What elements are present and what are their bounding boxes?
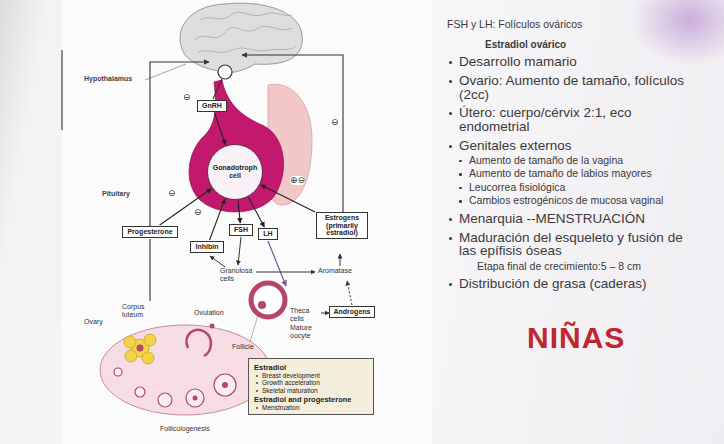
node-text: Menstruation bbox=[254, 404, 368, 411]
node-text: Estradiol and progesterone bbox=[254, 396, 368, 404]
bullet-dot bbox=[449, 237, 452, 240]
part-label: Corpus luteum bbox=[122, 303, 156, 318]
part-label: Ovary bbox=[84, 318, 114, 326]
feedback-sign: ⊖ bbox=[331, 118, 339, 127]
androgens-box: Androgens bbox=[329, 306, 375, 318]
bullet-dot bbox=[256, 390, 258, 392]
part-label: Granulosa cells bbox=[220, 267, 254, 282]
text-panel: FSH y LH: Folículos ováricosEstradiol ov… bbox=[447, 18, 687, 355]
bullet-dot bbox=[459, 173, 462, 176]
part-label: Folliculogenesis bbox=[160, 425, 230, 433]
bullet-dot bbox=[449, 80, 452, 83]
bullet-dot bbox=[256, 382, 258, 384]
part-label: Mature oocyte bbox=[290, 324, 330, 339]
arrow-connector bbox=[261, 185, 315, 212]
slide-text: FSH y LH: Folículos ováricos bbox=[447, 18, 687, 30]
bullet-dot bbox=[256, 407, 258, 409]
feedback-sign: ⊖ bbox=[194, 208, 202, 217]
gonadotroph-cell: Gonadotroph cell bbox=[207, 144, 263, 200]
feedback-sign: ⊖ bbox=[168, 189, 176, 198]
estradiol-effects-box: EstradiolBreast developmentGrowth accele… bbox=[248, 358, 374, 415]
slide-text: Cambios estrogénicos de mucosa vaginal bbox=[447, 195, 687, 207]
bullet-dot bbox=[256, 375, 258, 377]
part-label: Aromatase bbox=[318, 267, 362, 275]
slide-text: Ovario: Aumento de tamaño, folículos (2c… bbox=[447, 74, 687, 102]
bullet-dot bbox=[459, 160, 462, 163]
part-label: Follicle bbox=[232, 343, 262, 351]
feedback-sign: ⊕⊖ bbox=[290, 176, 305, 185]
gnrh-box: GnRH bbox=[197, 100, 227, 112]
arrow-connector bbox=[210, 199, 225, 240]
slide-text: Aumento de tamaño de labios mayores bbox=[447, 168, 687, 180]
bullet-dot bbox=[449, 112, 452, 115]
bullet-dot bbox=[449, 218, 452, 221]
arrow-connector bbox=[214, 113, 225, 145]
slide-text: Maduración del esqueleto y fusión de las… bbox=[447, 231, 687, 259]
arrow-connector bbox=[249, 198, 265, 227]
node-text: LH bbox=[261, 230, 275, 238]
arrow-connector bbox=[238, 201, 240, 223]
slide-heading: NIÑAS bbox=[527, 321, 687, 355]
node-text: Estrogens (primarily estradiol) bbox=[319, 214, 365, 237]
arrow-connector bbox=[160, 189, 212, 225]
lh-box: LH bbox=[258, 228, 278, 240]
estrogens-box: Estrogens (primarily estradiol) bbox=[316, 212, 368, 239]
node-text: Growth acceleration bbox=[254, 379, 368, 386]
part-label: Pituitary bbox=[102, 190, 142, 198]
progesterone-box: Progesterone bbox=[122, 226, 178, 238]
node-text: GnRH bbox=[200, 102, 224, 110]
bullet-dot bbox=[459, 200, 462, 203]
slide-text: Aumento de tamaño de la vagina bbox=[447, 155, 687, 167]
inhibin-box: Inhibin bbox=[190, 241, 224, 253]
node-text: Progesterone bbox=[125, 228, 175, 236]
bullet-dot bbox=[449, 283, 452, 286]
fsh-box: FSH bbox=[229, 224, 253, 236]
slide-text: Menarquia --MENSTRUACIÓN bbox=[447, 212, 687, 226]
node-text: Breast development bbox=[254, 372, 368, 379]
node-text: Skeletal maturation bbox=[254, 387, 368, 394]
slide-text: Distribución de grasa (caderas) bbox=[447, 277, 687, 291]
part-label: Hypothalamus bbox=[84, 75, 146, 83]
part-label: Ovulation bbox=[194, 309, 234, 317]
bullet-dot bbox=[449, 145, 452, 148]
slide-text: Desarrollo mamario bbox=[447, 55, 687, 69]
part-label: Theca cells bbox=[290, 307, 320, 322]
node-text: Gonadotroph cell bbox=[210, 164, 260, 179]
slide-text: Genitales externos bbox=[447, 139, 687, 153]
feedback-sign: ⊖ bbox=[183, 93, 191, 102]
bullet-dot bbox=[449, 61, 452, 64]
node-text: Androgens bbox=[332, 308, 372, 316]
slide-text: Etapa final de crecimiento:5 – 8 cm bbox=[447, 260, 687, 272]
node-text: Estradiol bbox=[254, 364, 368, 372]
node-text: Inhibin bbox=[193, 243, 221, 251]
slide-text: Leucorrea fisiológica bbox=[447, 182, 687, 194]
node-text: FSH bbox=[232, 226, 250, 234]
slide-text: Estradiol ovárico bbox=[485, 39, 687, 50]
bullet-dot bbox=[459, 187, 462, 190]
slide-text: Útero: cuerpo/cérvix 2:1, eco endometria… bbox=[447, 106, 687, 134]
